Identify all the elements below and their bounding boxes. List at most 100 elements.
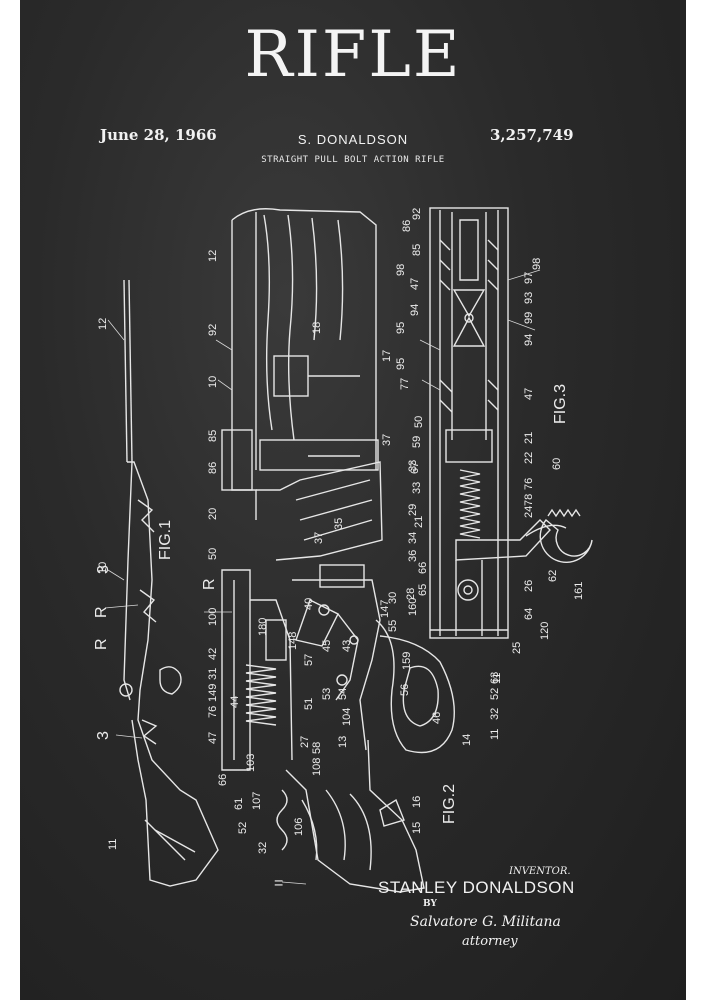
reference-number: 53 bbox=[321, 688, 333, 700]
reference-number: 11 bbox=[489, 729, 501, 740]
patent-poster: RIFLE June 28, 1966 S. DONALDSON 3,257,7… bbox=[20, 0, 686, 1000]
reference-number: 24 bbox=[523, 506, 535, 518]
reference-number: 40 bbox=[303, 598, 315, 610]
reference-number: 103 bbox=[245, 754, 257, 772]
fig2-action-section bbox=[221, 208, 455, 893]
leader-lines bbox=[104, 269, 541, 885]
reference-number: 108 bbox=[311, 758, 323, 776]
reference-number: 86 bbox=[401, 220, 413, 232]
attorney-role: attorney bbox=[462, 934, 518, 949]
reference-number: 63 bbox=[489, 672, 501, 684]
patent-inventor-header: S. DONALDSON bbox=[297, 132, 409, 147]
reference-number: 64 bbox=[523, 608, 535, 620]
reference-number: 100 bbox=[207, 608, 219, 626]
reference-number: 11 bbox=[107, 839, 119, 850]
reference-number: 56 bbox=[399, 684, 411, 696]
reference-number: 94 bbox=[523, 334, 535, 346]
reference-number: 10 bbox=[207, 376, 219, 388]
reference-number: 18 bbox=[311, 322, 323, 334]
reference-number: 161 bbox=[573, 582, 585, 600]
reference-number: 29 bbox=[407, 504, 419, 516]
fig1-label: FIG.1 bbox=[157, 520, 174, 560]
reference-number: 43 bbox=[341, 640, 353, 652]
reference-number: 97 bbox=[523, 272, 535, 284]
reference-number: 57 bbox=[303, 654, 315, 666]
reference-number: 11 bbox=[491, 673, 503, 684]
reference-number: 20 bbox=[207, 508, 219, 520]
reference-number: 160 bbox=[407, 598, 419, 616]
reference-number: 106 bbox=[293, 818, 305, 836]
reference-number: 47 bbox=[207, 732, 219, 744]
reference-number: 33 bbox=[411, 482, 423, 494]
reference-number: 76 bbox=[207, 706, 219, 718]
break-mark: = bbox=[274, 875, 283, 892]
reference-number: 27 bbox=[299, 736, 311, 748]
reference-number: 61 bbox=[233, 798, 245, 810]
reference-number: 95 bbox=[395, 322, 407, 334]
reference-number: 15 bbox=[411, 822, 423, 834]
patent-description: STRAIGHT PULL BOLT ACTION RIFLE bbox=[261, 155, 445, 165]
reference-number: 28 bbox=[405, 588, 417, 600]
reference-number: 98 bbox=[531, 258, 543, 270]
section-mark-r-fig2: R bbox=[201, 578, 218, 590]
reference-number: 17 bbox=[381, 350, 393, 362]
reference-number: 34 bbox=[407, 532, 419, 544]
reference-number: 92 bbox=[411, 208, 423, 220]
reference-number: 147 bbox=[379, 600, 391, 618]
reference-number: 85 bbox=[411, 244, 423, 256]
patent-date: June 28, 1966 bbox=[100, 126, 217, 144]
reference-number: 37 bbox=[381, 434, 393, 446]
reference-number: 94 bbox=[409, 304, 421, 316]
inventor-name: STANLEY DONALDSON bbox=[378, 878, 575, 897]
reference-number: 14 bbox=[461, 734, 473, 746]
reference-number: 52 bbox=[237, 822, 249, 834]
poster-title: RIFLE bbox=[244, 18, 462, 92]
reference-number: 86 bbox=[207, 462, 219, 474]
reference-number: 99 bbox=[523, 312, 535, 324]
reference-number: 67 bbox=[409, 462, 421, 474]
reference-number: 55 bbox=[387, 620, 399, 632]
reference-number: 159 bbox=[401, 652, 413, 670]
reference-number: 60 bbox=[551, 458, 563, 470]
reference-number: 22 bbox=[523, 452, 535, 464]
fig3-bolt-section bbox=[429, 207, 593, 639]
reference-number: 104 bbox=[341, 708, 353, 726]
reference-number: 31 bbox=[207, 668, 219, 680]
reference-number: 30 bbox=[387, 592, 399, 604]
section-mark-three-lower: 3 bbox=[95, 731, 112, 740]
reference-number: 26 bbox=[523, 580, 535, 592]
reference-number: 180 bbox=[257, 618, 269, 636]
reference-number: 47 bbox=[409, 278, 421, 290]
reference-number: 45 bbox=[321, 640, 333, 652]
reference-number: 85 bbox=[207, 430, 219, 442]
reference-number: 59 bbox=[411, 436, 423, 448]
reference-number: 25 bbox=[511, 642, 523, 654]
reference-number: 10 bbox=[97, 562, 109, 574]
reference-number: 148 bbox=[287, 632, 299, 650]
reference-number: 32 bbox=[257, 842, 269, 854]
inventor-label: INVENTOR. bbox=[509, 866, 571, 877]
fig2-reference-numbers-left: 1292108586205010031421497644476661521073… bbox=[207, 250, 305, 854]
reference-number: 62 bbox=[547, 570, 559, 582]
reference-number: 50 bbox=[207, 548, 219, 560]
reference-number: 16 bbox=[411, 796, 423, 808]
reference-number: 65 bbox=[417, 584, 429, 596]
section-mark-r-lower: R bbox=[93, 638, 110, 650]
reference-number: 58 bbox=[311, 742, 323, 754]
reference-number: 32 bbox=[489, 708, 501, 720]
reference-number: 77 bbox=[399, 378, 411, 390]
reference-number: 13 bbox=[337, 736, 349, 748]
by-label: BY bbox=[423, 899, 437, 909]
reference-number: 21 bbox=[413, 516, 425, 528]
section-mark-three-upper: 3 bbox=[95, 565, 112, 574]
fig1-rifle-outline bbox=[119, 279, 219, 887]
fig3-label: FIG.3 bbox=[552, 384, 569, 424]
patent-number: 3,257,749 bbox=[490, 126, 574, 144]
reference-number: 92 bbox=[207, 324, 219, 336]
reference-number: 21 bbox=[523, 432, 535, 444]
reference-number: 93 bbox=[523, 292, 535, 304]
reference-number: 78 bbox=[523, 494, 535, 506]
reference-number: 12 bbox=[207, 250, 219, 262]
